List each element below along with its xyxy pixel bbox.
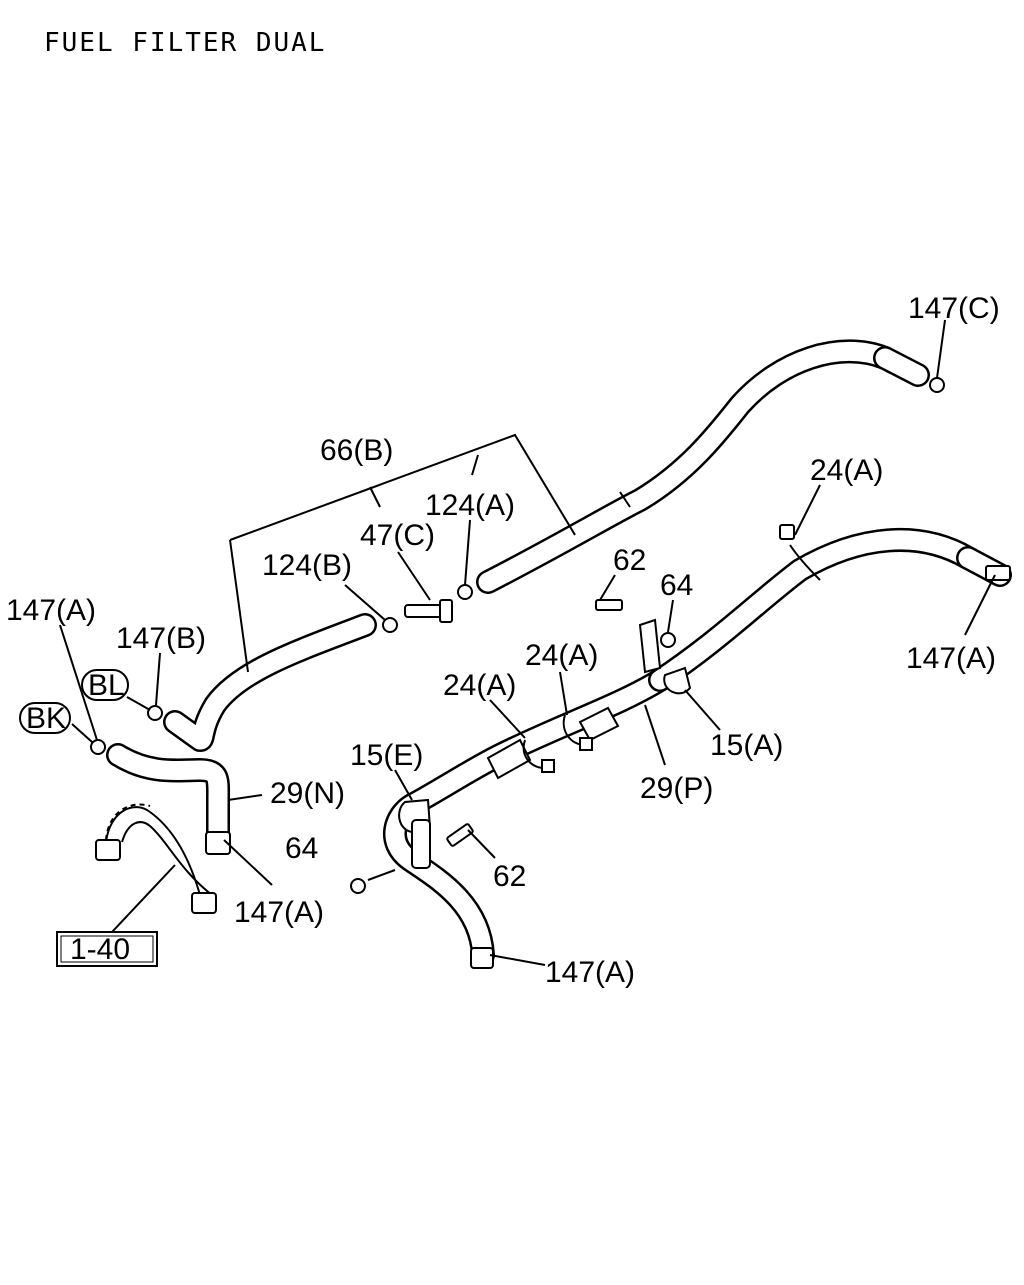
- bracket-15A: [638, 618, 692, 695]
- upper-hose: [476, 339, 930, 594]
- label-29N: 29(N): [270, 777, 345, 810]
- union-bolt-47C: [404, 599, 453, 623]
- clip-124B-icon: [382, 617, 398, 633]
- nut-64-low-icon: [350, 878, 366, 894]
- hose-29P: [383, 527, 1012, 969]
- clip-147C-icon: [929, 377, 945, 393]
- clamp-24A-left: [522, 739, 555, 773]
- page-title: FUEL FILTER DUAL: [44, 28, 327, 58]
- label-66B: 66(B): [320, 434, 393, 467]
- label-147A-bottom-left: 147(A): [234, 896, 324, 929]
- nut-64-top-icon: [660, 632, 676, 648]
- reference-box-label: 1-40: [70, 933, 130, 966]
- clamp-24A-mid: [562, 714, 593, 751]
- reference-hose: [95, 803, 217, 914]
- label-124A: 124(A): [425, 489, 515, 522]
- clip-124A-icon: [457, 584, 473, 600]
- left-upper-hose: [163, 613, 377, 752]
- label-147A-left: 147(A): [6, 594, 96, 627]
- hose-clamp-icon: [205, 831, 231, 855]
- clip-147A-left-icon: [90, 739, 106, 755]
- leader-lines: [59, 319, 996, 966]
- label-24A-left: 24(A): [443, 669, 516, 702]
- label-147B: 147(B): [116, 622, 206, 655]
- clip-147B-icon: [147, 705, 163, 721]
- label-64-low: 64: [285, 832, 318, 865]
- bolt-62-low-icon: [446, 823, 474, 847]
- tag-BL-label: BL: [88, 669, 125, 702]
- hose-29N: [106, 743, 231, 855]
- label-24A-mid: 24(A): [525, 639, 598, 672]
- label-62-low: 62: [493, 860, 526, 893]
- label-147C: 147(C): [908, 292, 1000, 325]
- label-15A: 15(A): [710, 729, 783, 762]
- label-124B: 124(B): [262, 549, 352, 582]
- label-147A-right: 147(A): [906, 642, 996, 675]
- label-29P: 29(P): [640, 772, 713, 805]
- bracket-15E: [398, 798, 432, 869]
- label-147A-low: 147(A): [545, 956, 635, 989]
- tag-BK-label: BK: [26, 702, 66, 735]
- tag-BL: BL: [81, 669, 129, 702]
- bolt-62-top-icon: [595, 599, 623, 611]
- reference-box: 1-40: [56, 931, 158, 967]
- label-64-top: 64: [660, 569, 693, 602]
- label-47C: 47(C): [360, 519, 435, 552]
- tag-BK: BK: [19, 702, 71, 735]
- label-24A-right: 24(A): [810, 454, 883, 487]
- label-62-top: 62: [613, 544, 646, 577]
- clamp-24A-right: [779, 524, 821, 581]
- clip-147A-right-icon: [985, 565, 1011, 581]
- label-15E: 15(E): [350, 739, 423, 772]
